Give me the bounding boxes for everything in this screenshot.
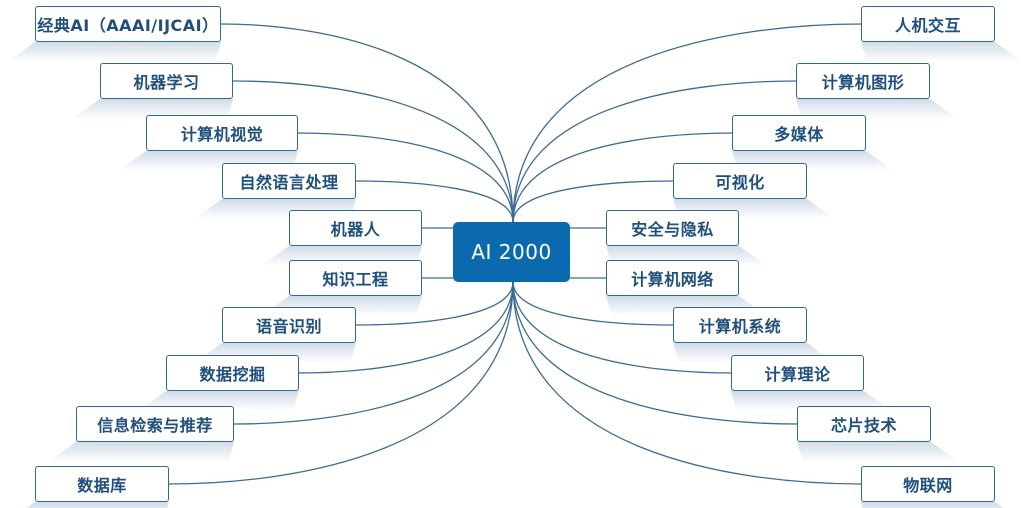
node-shadow — [797, 442, 959, 462]
topic-nlp[interactable]: 自然语言处理 — [222, 163, 356, 199]
connector-line — [298, 281, 514, 374]
topic-iot[interactable]: 物联网 — [861, 466, 995, 502]
connector-line — [355, 281, 514, 326]
topic-multimedia[interactable]: 多媒体 — [732, 115, 866, 151]
topic-classic-ai[interactable]: 经典AI（AAAI/IJCAI） — [35, 6, 221, 42]
topic-visualization[interactable]: 可视化 — [673, 163, 807, 199]
node-shadow — [796, 99, 958, 119]
topic-database[interactable]: 数据库 — [35, 466, 169, 502]
topic-theory[interactable]: 计算理论 — [731, 355, 864, 391]
connector-line — [512, 23, 862, 223]
connector-line — [220, 23, 514, 223]
topic-knowledge-engineering[interactable]: 知识工程 — [289, 260, 422, 296]
connector-line — [233, 281, 514, 425]
connector-line — [512, 80, 797, 223]
connector-line — [232, 80, 514, 223]
topic-information-retrieval[interactable]: 信息检索与推荐 — [76, 406, 234, 442]
connector-line — [512, 281, 862, 485]
node-shadow — [7, 42, 221, 62]
node-shadow — [48, 442, 234, 462]
topic-computer-networks[interactable]: 计算机网络 — [606, 260, 739, 296]
connector-line — [512, 281, 798, 425]
center-node-ai2000[interactable]: AI 2000 — [453, 222, 570, 282]
node-shadow — [861, 502, 1004, 508]
node-shadow — [861, 42, 1023, 62]
connector-line — [512, 281, 674, 326]
topic-robotics[interactable]: 机器人 — [289, 210, 422, 246]
topic-data-mining[interactable]: 数据挖掘 — [166, 355, 299, 391]
topic-speech-recognition[interactable]: 语音识别 — [222, 307, 356, 343]
connector-line — [512, 281, 732, 374]
topic-computer-systems[interactable]: 计算机系统 — [673, 307, 807, 343]
topic-computer-graphics[interactable]: 计算机图形 — [796, 63, 930, 99]
topic-computer-vision[interactable]: 计算机视觉 — [146, 115, 298, 151]
connector-line — [512, 132, 733, 223]
connector-line — [168, 281, 514, 485]
connector-line — [512, 180, 674, 223]
connector-line — [297, 132, 514, 223]
topic-security-privacy[interactable]: 安全与隐私 — [606, 210, 739, 246]
connector-lines — [168, 23, 862, 485]
connector-line — [355, 180, 514, 223]
node-shadow — [26, 502, 169, 508]
topic-chip-technology[interactable]: 芯片技术 — [797, 406, 931, 442]
topic-hci[interactable]: 人机交互 — [861, 6, 995, 42]
topic-machine-learning[interactable]: 机器学习 — [100, 63, 233, 99]
node-shadow — [72, 99, 233, 119]
